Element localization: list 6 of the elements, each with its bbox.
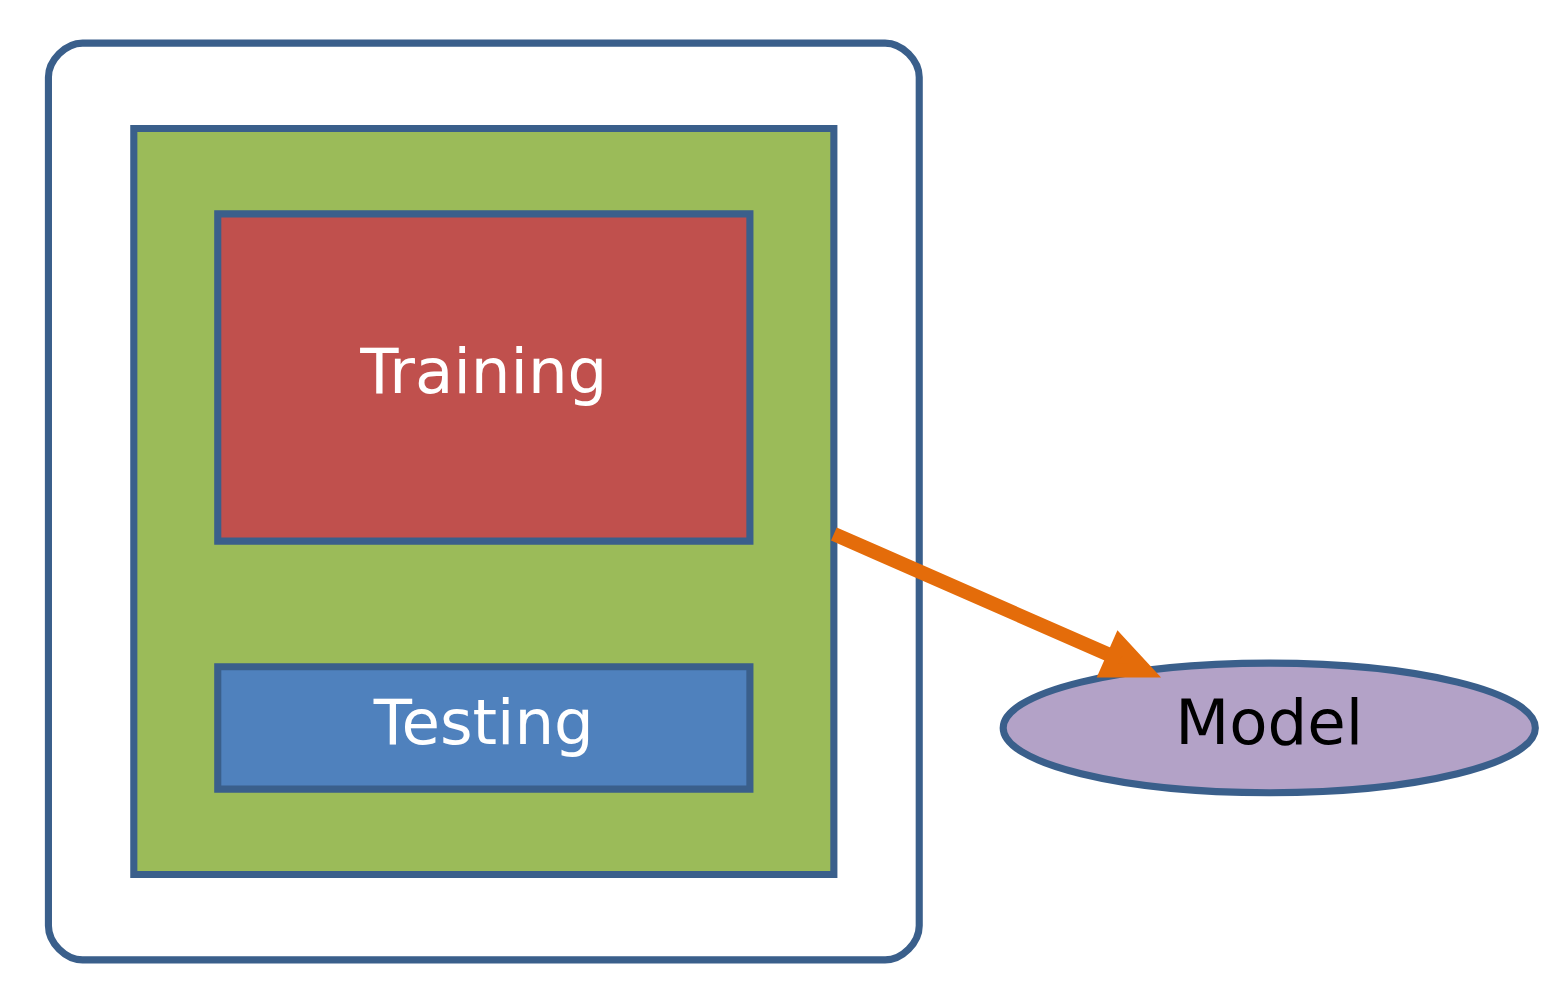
node-box: Testing [213, 662, 753, 793]
node-box: Training [213, 209, 753, 545]
cluster [44, 39, 923, 963]
cluster [129, 124, 837, 878]
arrow [830, 526, 1161, 678]
node-ellipse: Model [999, 659, 1539, 796]
